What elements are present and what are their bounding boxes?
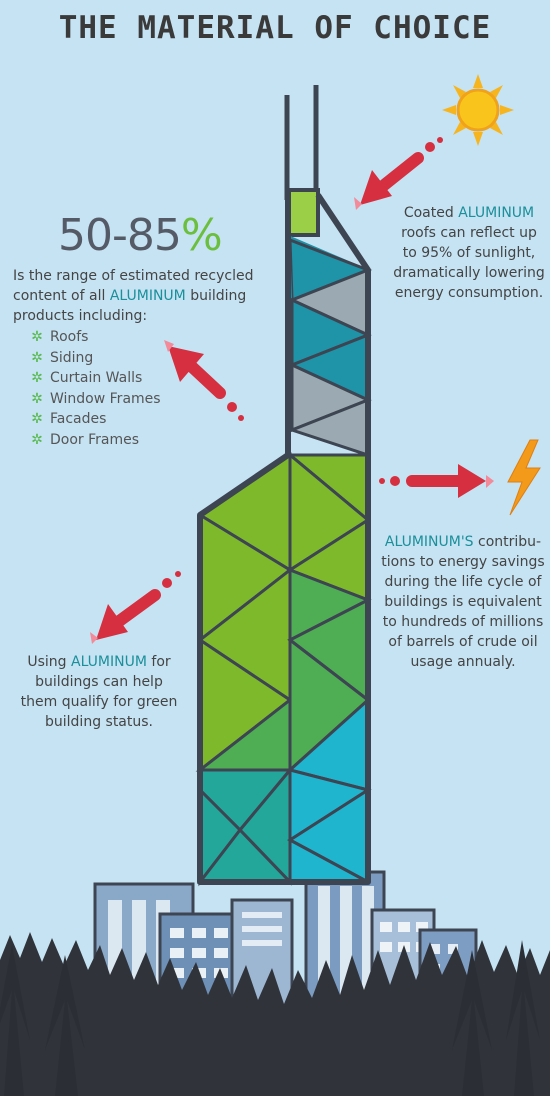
- green-line: building status.: [45, 714, 153, 730]
- energy-line: during the life cycle of: [384, 574, 542, 590]
- recycled-percent: %: [180, 210, 223, 261]
- tree-line: [0, 932, 550, 1096]
- roofs-description: Coated ALUMINUM roofs can reflect up to …: [388, 203, 550, 303]
- list-item: ✲Door Frames: [30, 430, 161, 451]
- tree-icon: [0, 945, 30, 1096]
- page-title: THE MATERIAL OF CHOICE: [58, 10, 492, 46]
- aluminum-highlight: ALUMINUM: [458, 205, 535, 221]
- recycle-bullet-icon: ✲: [31, 390, 43, 407]
- energy-line: tions to energy savings: [381, 554, 545, 570]
- energy-line: to hundreds of millions: [382, 614, 544, 630]
- energy-line: ALUMINUM'S contribu-: [384, 534, 542, 550]
- energy-line: usage annualy.: [410, 654, 516, 670]
- recycled-description: Is the range of estimated recycled conte…: [13, 266, 273, 326]
- roofs-line: roofs can reflect up: [401, 225, 537, 241]
- energy-line: buildings is equivalent: [384, 594, 542, 610]
- tree-icon: [45, 955, 85, 1096]
- roofs-line: Coated ALUMINUM: [403, 205, 535, 221]
- energy-description: ALUMINUM'S contribu- tions to energy sav…: [378, 532, 548, 672]
- tree-icon: [452, 950, 492, 1096]
- aluminum-highlight: ALUMINUM'S: [384, 534, 474, 550]
- aluminum-highlight: ALUMINUM: [71, 654, 147, 670]
- recycle-bullet-icon: ✲: [31, 349, 43, 366]
- recycle-bullet-icon: ✲: [31, 411, 43, 427]
- materials-list: ✲Roofs ✲Siding ✲Curtain Walls ✲Window Fr…: [30, 327, 161, 451]
- arrow-icon: [379, 464, 494, 498]
- skyscraper-tower: [195, 85, 373, 887]
- arrow-icon: [90, 571, 181, 644]
- list-item: ✲Siding: [30, 348, 161, 369]
- green-line: them qualify for green: [20, 694, 178, 710]
- energy-line: of barrels of crude oil: [388, 634, 538, 650]
- lightning-bolt-icon: [507, 439, 541, 516]
- list-item: ✲Window Frames: [30, 389, 160, 410]
- roofs-line: to 95% of sunlight,: [402, 245, 536, 261]
- green-building-description: Using ALUMINUM for buildings can help th…: [10, 652, 188, 732]
- list-item: ✲Facades: [30, 409, 161, 430]
- recycled-range: 50-85: [58, 210, 182, 261]
- aluminum-highlight: ALUMINUM: [109, 288, 186, 304]
- recycled-stat: 50-85%: [58, 210, 223, 261]
- list-item: ✲Roofs: [30, 327, 161, 348]
- roofs-line: energy consumption.: [394, 285, 544, 301]
- list-item: ✲Curtain Walls: [30, 368, 161, 389]
- recycle-bullet-icon: ✲: [31, 431, 43, 448]
- arrow-icon: [354, 137, 443, 210]
- recycled-line: content of all ALUMINUM building: [13, 288, 247, 304]
- arrow-icon: [164, 340, 244, 421]
- recycled-line: products including:: [13, 308, 148, 324]
- tree-icon: [506, 940, 540, 1096]
- sun-icon: [442, 74, 514, 146]
- recycle-bullet-icon: ✲: [31, 370, 43, 386]
- roofs-line: dramatically lowering: [393, 265, 545, 281]
- green-line: buildings can help: [35, 674, 163, 690]
- recycle-bullet-icon: ✲: [31, 329, 43, 345]
- green-line: Using ALUMINUM for: [27, 654, 171, 670]
- recycled-line: Is the range of estimated recycled: [13, 268, 254, 284]
